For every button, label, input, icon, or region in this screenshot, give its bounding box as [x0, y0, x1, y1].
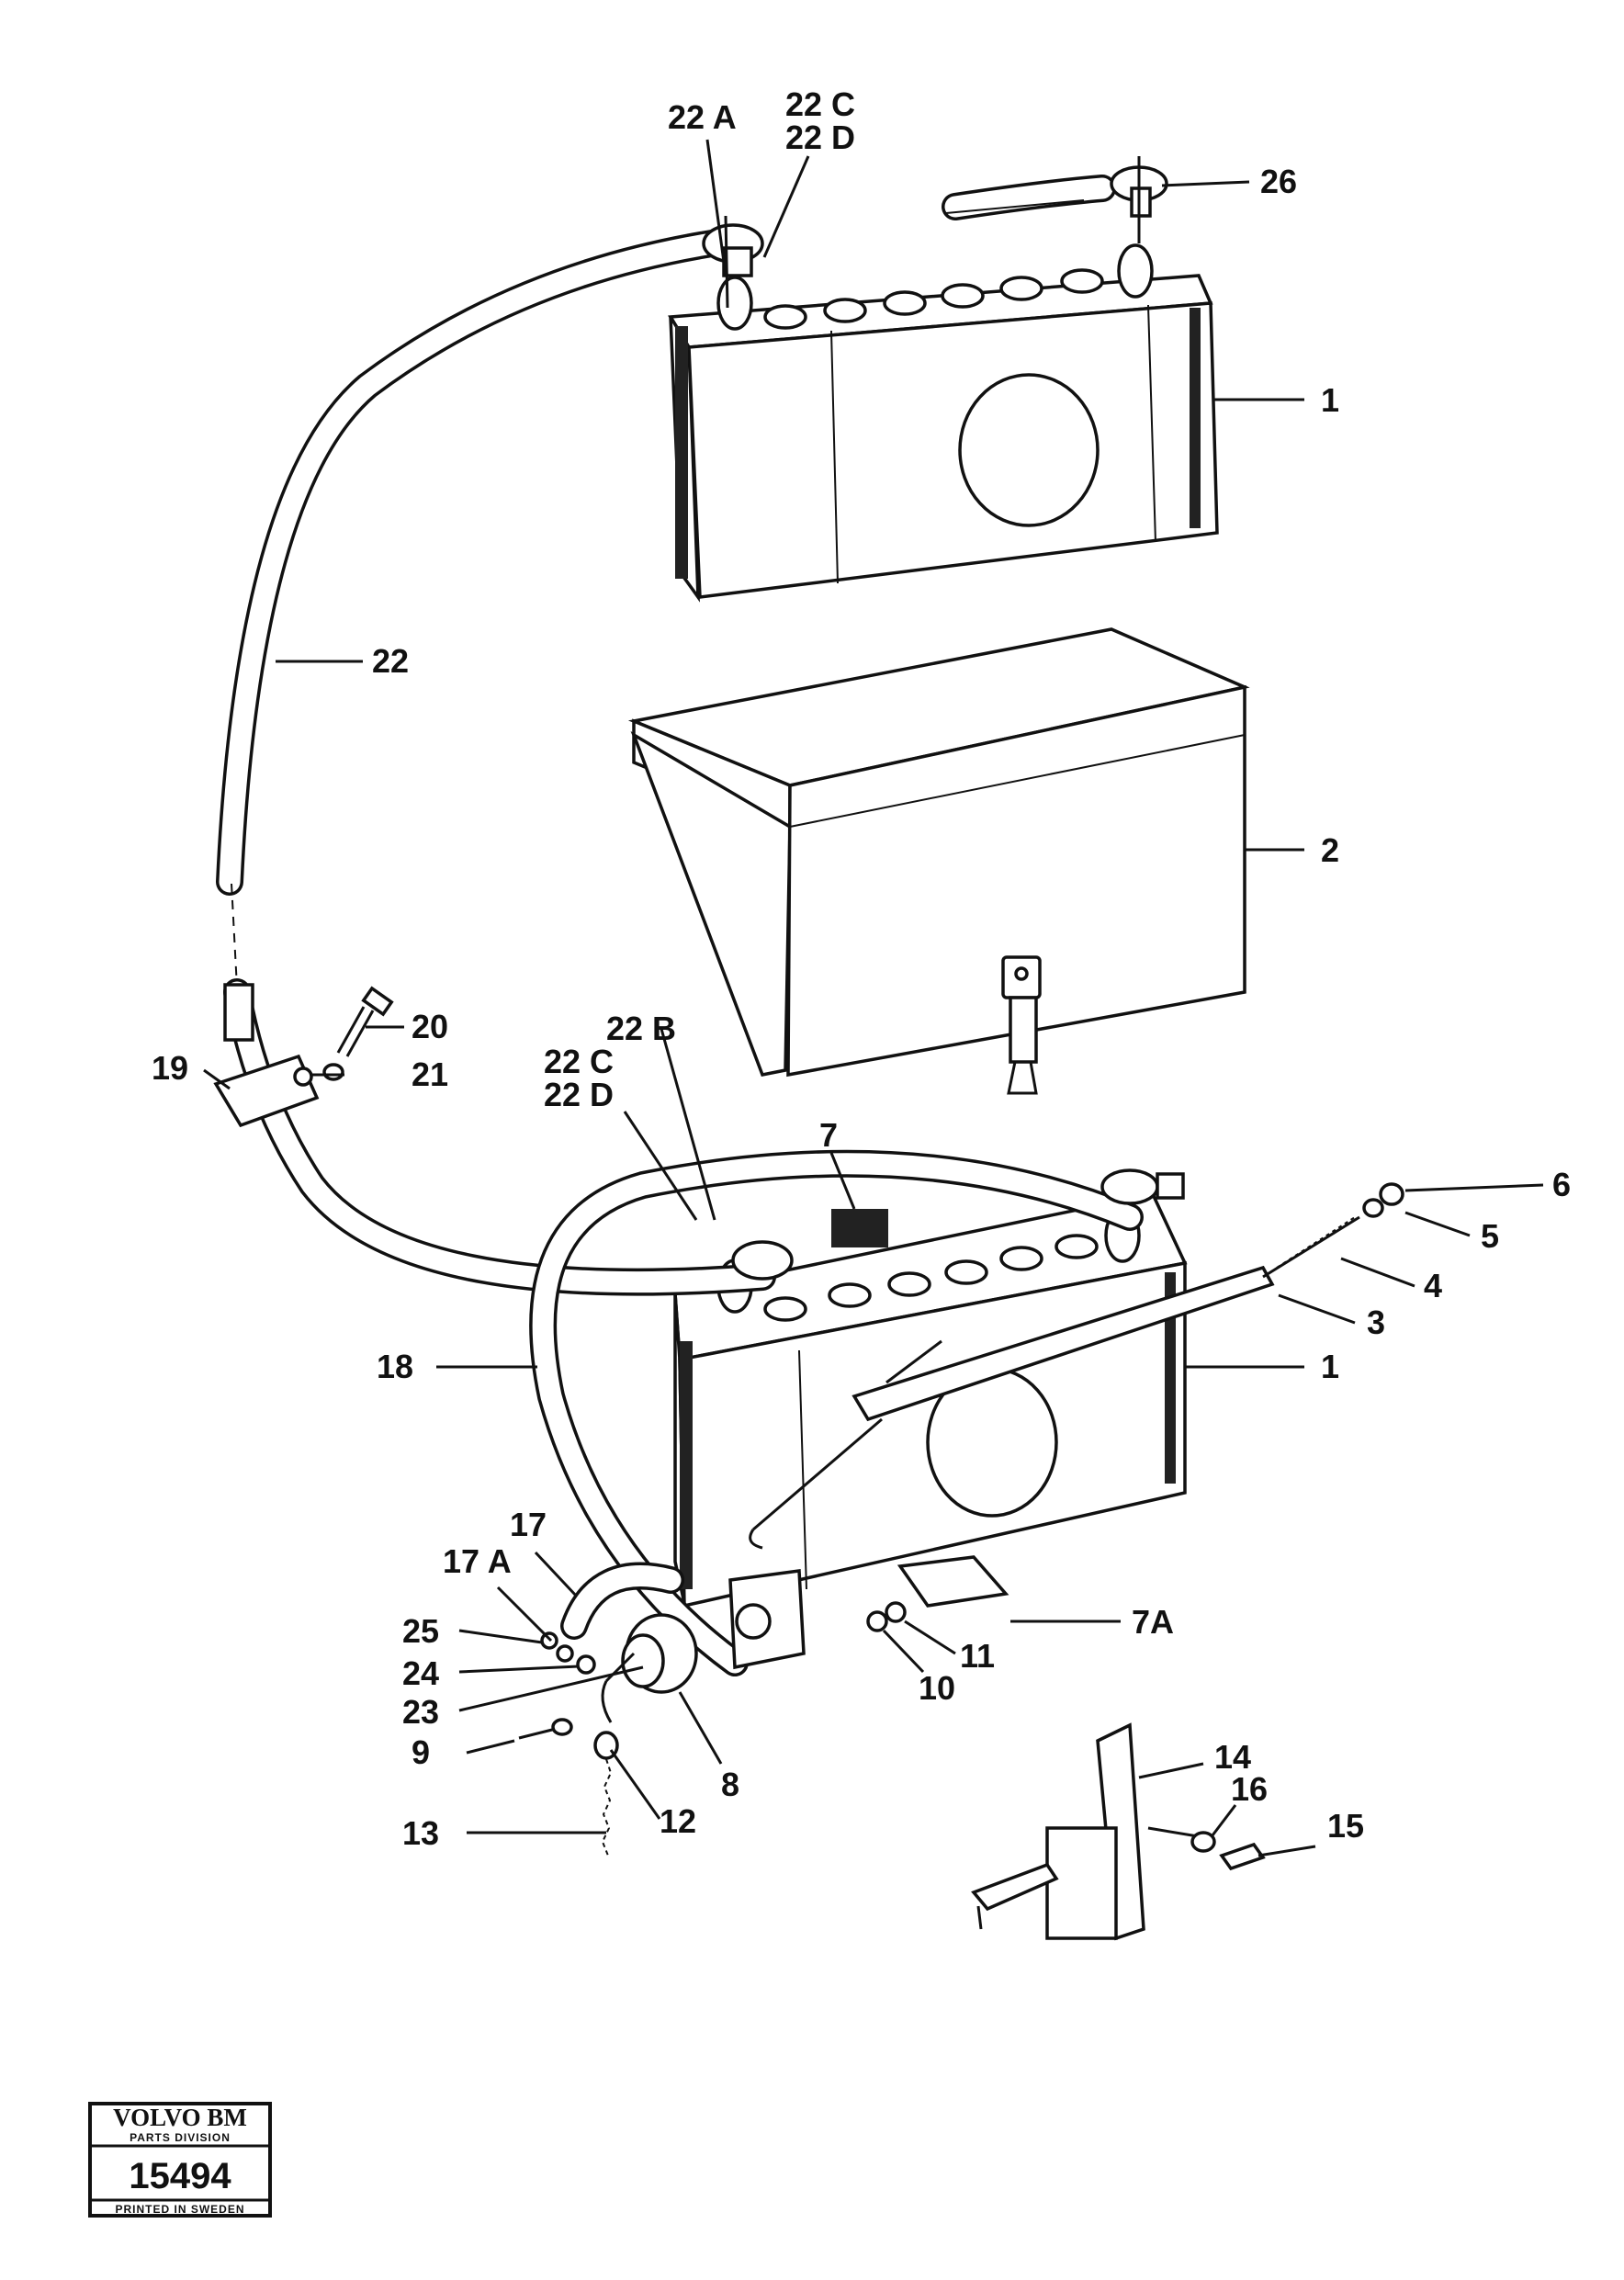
- label-22: 22: [372, 642, 409, 680]
- label-22d-top: 22 D: [785, 119, 855, 156]
- label-18: 18: [377, 1348, 413, 1385]
- label-22b: 22 B: [606, 1010, 676, 1047]
- label-1-top: 1: [1321, 381, 1339, 419]
- bracket-14: [971, 1722, 1266, 1941]
- stamp-number: 15494: [129, 2156, 231, 2196]
- label-9: 9: [412, 1733, 430, 1771]
- label-11: 11: [960, 1637, 995, 1675]
- label-26: 26: [1260, 163, 1297, 200]
- battery-top: [668, 243, 1219, 603]
- plate-7a: [897, 1555, 1009, 1608]
- lid-latch: [1001, 955, 1042, 1095]
- label-8: 8: [721, 1766, 739, 1803]
- cable-22: [216, 215, 764, 988]
- label-17a: 17 A: [443, 1542, 512, 1580]
- main-switch-assembly: [518, 1562, 907, 1857]
- label-23: 23: [402, 1693, 439, 1731]
- label-5: 5: [1481, 1217, 1499, 1255]
- stamp-division: PARTS DIVISION: [130, 2131, 231, 2144]
- cable-19-section: [213, 978, 776, 1296]
- label-22c-top: 22 C: [785, 85, 855, 123]
- label-25: 25: [402, 1612, 439, 1650]
- label-10: 10: [919, 1669, 955, 1707]
- stamp-printed: PRINTED IN SWEDEN: [115, 2203, 244, 2216]
- battery-top-caps: [716, 243, 1154, 331]
- label-7a: 7A: [1132, 1603, 1174, 1641]
- stamp-brand: VOLVO BM: [113, 2104, 247, 2131]
- label-6: 6: [1552, 1166, 1571, 1203]
- label-22d-bottom: 22 D: [544, 1076, 614, 1113]
- label-21: 21: [412, 1055, 448, 1093]
- label-19: 19: [152, 1049, 188, 1087]
- label-22c-bottom: 22 C: [544, 1043, 614, 1080]
- label-4: 4: [1424, 1267, 1442, 1304]
- label-24: 24: [402, 1654, 439, 1692]
- label-22a: 22 A: [668, 98, 737, 136]
- label-15: 15: [1327, 1807, 1364, 1845]
- terminal-plate-7: [831, 1209, 888, 1247]
- label-3: 3: [1367, 1304, 1385, 1341]
- label-13: 13: [402, 1814, 439, 1852]
- battery-box-lid: [627, 627, 1250, 1095]
- label-1-bottom: 1: [1321, 1348, 1339, 1385]
- cable-26: [942, 156, 1168, 243]
- callout-labels: 22 A 22 C 22 D 26 1 22 2 20 21 19 22 B 2…: [152, 85, 1571, 1852]
- label-12: 12: [660, 1802, 696, 1840]
- hold-down-frame: [749, 1182, 1404, 1550]
- parts-stamp: VOLVO BM PARTS DIVISION 15494 PRINTED IN…: [88, 2102, 272, 2218]
- label-2: 2: [1321, 831, 1339, 869]
- label-7: 7: [819, 1116, 838, 1154]
- label-17: 17: [510, 1506, 547, 1543]
- cable-18: [529, 1149, 1185, 1676]
- leader-lines: [203, 139, 1544, 1857]
- bolt-20-washer-21: [322, 986, 394, 1081]
- label-16: 16: [1231, 1770, 1268, 1808]
- label-20: 20: [412, 1008, 448, 1045]
- label-14: 14: [1214, 1738, 1251, 1776]
